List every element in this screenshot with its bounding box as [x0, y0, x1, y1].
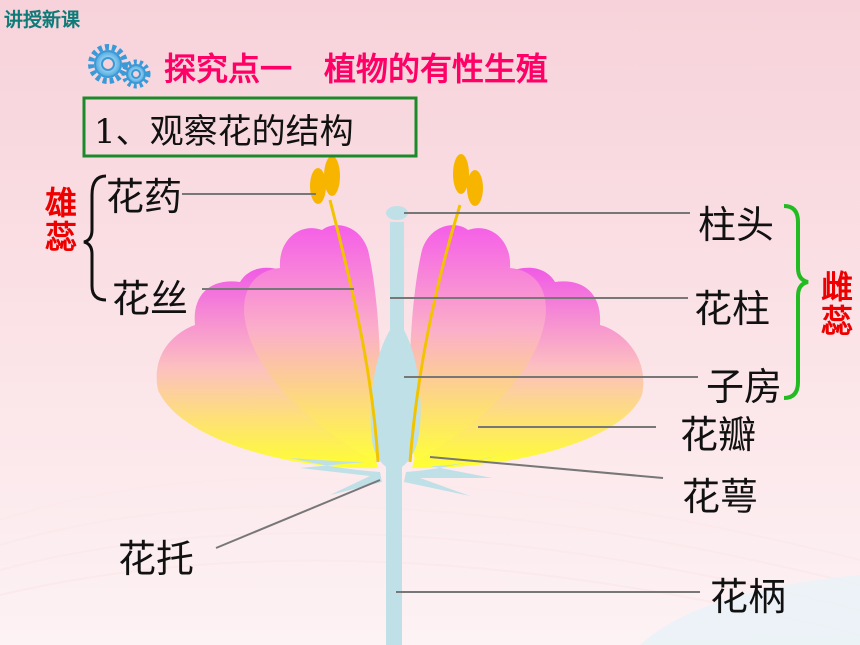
label-anther: 花药 — [106, 175, 183, 219]
pistil-brace — [783, 204, 809, 400]
stamen-brace — [83, 174, 107, 302]
petal-left-inner — [244, 225, 381, 462]
subheading-box — [82, 96, 418, 158]
stamen-group-label: 雄蕊 — [40, 186, 78, 254]
label-style: 花柱 — [694, 287, 771, 331]
section-tag: 讲授新课 — [4, 9, 81, 31]
anthers — [310, 154, 483, 206]
label-receptacle: 花托 — [118, 537, 195, 581]
label-sepal: 花萼 — [682, 475, 759, 519]
label-stigma: 柱头 — [698, 203, 775, 247]
subheading: 1、观察花的结构 — [94, 112, 354, 152]
label-ovary: 子房 — [706, 365, 783, 409]
label-petal: 花瓣 — [680, 413, 757, 457]
sepals — [290, 455, 500, 496]
pedicel-stem — [386, 450, 402, 645]
pistil-group-label: 雌蕊 — [816, 270, 854, 338]
label-filament: 花丝 — [112, 277, 189, 321]
pistil — [370, 206, 421, 470]
petal-right-inner — [409, 225, 546, 462]
filaments — [328, 199, 462, 463]
label-pedicel: 花柄 — [710, 575, 787, 619]
leader-lines — [182, 193, 700, 593]
page-title: 探究点一 植物的有性生殖 — [164, 50, 549, 88]
gear-icon — [88, 44, 151, 89]
